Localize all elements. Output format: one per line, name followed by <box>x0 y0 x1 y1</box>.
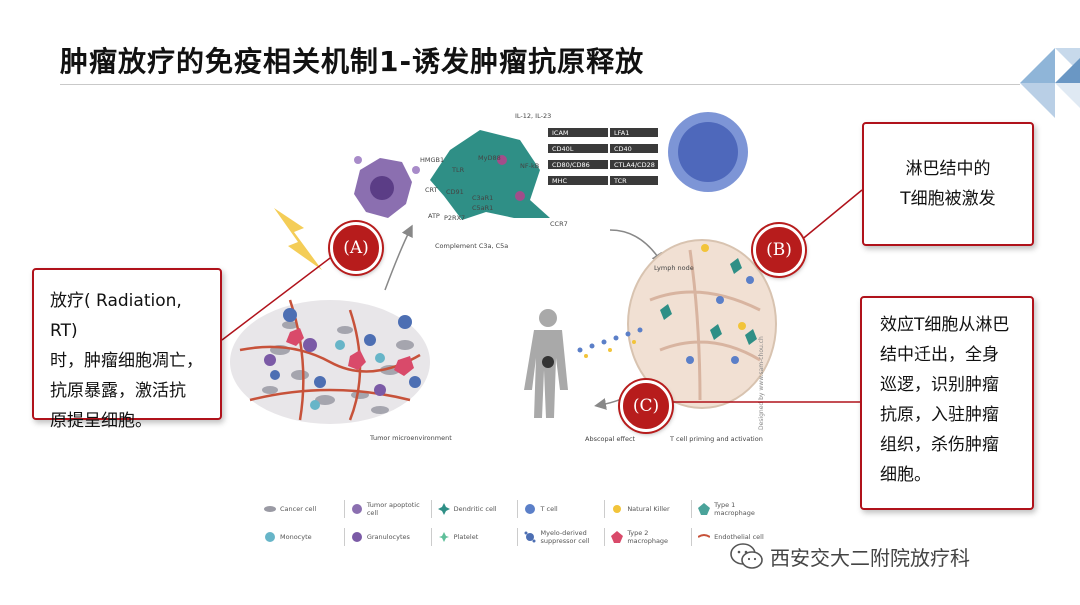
title-divider <box>60 84 1020 85</box>
mdsc-icon <box>524 531 536 543</box>
callout-lymph-line: 淋巴结中的 <box>905 159 991 179</box>
apoptotic-cell-icon <box>351 504 362 514</box>
image-credit: Designed by www.sam-chou.ch <box>758 336 765 430</box>
label-il: IL-12, IL-23 <box>515 112 551 120</box>
label-nfkb: NF-kB <box>520 162 539 170</box>
label-cd40l: CD40L <box>552 145 574 153</box>
callout-radiation: 放疗( Radiation, RT) 时，肿瘤细胞凋亡， 抗原暴露，激活抗 原提… <box>32 268 222 431</box>
dendritic-cell-icon <box>437 503 450 515</box>
callout-effector-tcell: 效应T细胞从淋巴 结中迁出，全身 巡逻，识别肿瘤 抗原，入驻肿瘤 组织，杀伤肿瘤… <box>860 296 1034 510</box>
apoptotic-cell-illustration <box>354 156 420 218</box>
legend-item: Granulocytes <box>343 528 431 546</box>
label-lymph-node: Lymph node <box>654 264 694 272</box>
callout-radiation-line: 放疗( Radiation, RT) <box>50 291 182 341</box>
label-c5ar1: C5aR1 <box>472 204 493 212</box>
t-cell-icon <box>525 504 536 514</box>
platelet-icon <box>438 532 449 542</box>
legend-item: Dendritic cell <box>430 500 518 518</box>
label-priming: T cell priming and activation <box>669 435 763 443</box>
label-hmgb1: HMGB1 <box>420 156 444 164</box>
label-tumor-microenvironment: Tumor microenvironment <box>369 434 452 442</box>
legend-item: Tumor apoptotic cell <box>343 500 431 518</box>
endothelial-cell-icon <box>698 534 711 538</box>
human-body-icon <box>524 309 568 418</box>
label-tlr: TLR <box>451 166 465 174</box>
legend-item: Endothelial cell <box>691 528 778 546</box>
immune-mechanism-diagram: Tumor microenvironment IL-12, IL-23 HMGB… <box>230 112 777 443</box>
dendritic-cell-illustration <box>430 130 550 220</box>
legend-item: T cell <box>517 500 604 518</box>
tumor-tissue-illustration: Tumor microenvironment <box>230 299 452 442</box>
type1-macrophage-icon <box>698 503 711 515</box>
legend-label: Endothelial cell <box>714 533 764 541</box>
label-c3ar1: C3aR1 <box>472 194 493 202</box>
label-cd40: CD40 <box>614 145 632 153</box>
legend-item: Natural Killer <box>604 500 691 518</box>
wechat-watermark: 西安交大二附院放疗科 <box>730 542 970 571</box>
label-tcr: TCR <box>613 177 627 185</box>
legend-label: Monocyte <box>280 533 312 541</box>
legend-item: Type 1 macrophage <box>691 500 778 518</box>
legend-item: Myelo-derived suppressor cell <box>517 528 604 546</box>
t-cell-illustration <box>668 112 748 192</box>
legend-label: Cancer cell <box>280 505 317 513</box>
callout-lymph-node: 淋巴结中的 T细胞被激发 <box>862 122 1034 246</box>
badge-c: (C) <box>620 380 672 432</box>
legend-label: Type 1 macrophage <box>714 501 755 517</box>
label-complement: Complement C3a, C5a <box>435 242 508 250</box>
cancer-cell-icon <box>264 506 276 512</box>
legend-item: Monocyte <box>258 528 344 546</box>
legend-item: Platelet <box>430 528 518 546</box>
legend-label: Platelet <box>453 533 479 541</box>
label-ctla4: CTLA4/CD28 <box>614 161 655 169</box>
label-atp: ATP <box>428 212 440 220</box>
radiation-bolt-icon <box>274 208 322 270</box>
legend-row-2: Monocyte Granulocytes Platelet Myelo-der… <box>258 526 778 548</box>
callout-effector-line: 抗原，入驻肿瘤 <box>880 405 999 425</box>
label-ccr7: CCR7 <box>550 220 568 228</box>
callout-radiation-line: 抗原暴露，激活抗 <box>50 381 186 401</box>
callout-effector-line: 巡逻，识别肿瘤 <box>880 375 999 395</box>
label-icam: ICAM <box>552 129 569 137</box>
cell-legend: Cancer cell Tumor apoptotic cell Dendrit… <box>258 496 778 552</box>
legend-label: Type 2 macrophage <box>627 529 669 545</box>
receptor-ligand-pairs: ICAM LFA1 CD40L CD40 CD80/CD86 CTLA4/CD2… <box>548 128 658 185</box>
callout-lymph-line: T细胞被激发 <box>900 189 996 209</box>
type2-macrophage-icon <box>611 531 624 543</box>
label-cd80: CD80/CD86 <box>552 161 590 169</box>
label-myd88: MyD88 <box>478 154 501 162</box>
label-mhc: MHC <box>552 177 567 185</box>
page-title: 肿瘤放疗的免疫相关机制1-诱发肿瘤抗原释放 <box>60 45 645 78</box>
legend-label: Tumor apoptotic cell <box>366 501 420 517</box>
natural-killer-icon <box>613 505 622 513</box>
wechat-icon <box>730 542 763 569</box>
legend-row-1: Cancer cell Tumor apoptotic cell Dendrit… <box>258 498 778 520</box>
legend-label: Granulocytes <box>366 533 410 541</box>
legend-label: Dendritic cell <box>453 505 497 513</box>
legend-item: Type 2 macrophage <box>604 528 691 546</box>
badge-b: (B) <box>753 224 805 276</box>
callout-radiation-line: 时，肿瘤细胞凋亡， <box>50 351 203 371</box>
callout-effector-line: 结中迁出，全身 <box>880 345 999 365</box>
legend-label: Myelo-derived suppressor cell <box>540 529 590 545</box>
label-abscopal: Abscopal effect <box>585 435 636 443</box>
label-crt: CRT <box>425 186 438 194</box>
lymph-node-illustration: Lymph node <box>627 239 777 409</box>
label-cd91: CD91 <box>446 188 464 196</box>
corner-decoration-icon <box>1020 48 1080 118</box>
label-lfa1: LFA1 <box>614 129 629 137</box>
callout-effector-line: 效应T细胞从淋巴 <box>880 315 1010 335</box>
callout-effector-line: 组织，杀伤肿瘤 <box>880 435 999 455</box>
legend-label: Natural Killer <box>627 505 670 513</box>
callout-effector-line: 细胞。 <box>880 465 931 485</box>
granulocyte-icon <box>351 532 362 542</box>
watermark-text: 西安交大二附院放疗科 <box>770 546 970 570</box>
callout-radiation-line: 原提呈细胞。 <box>50 411 152 431</box>
legend-label: T cell <box>540 505 558 513</box>
badge-a: (A) <box>330 222 382 274</box>
legend-item: Cancer cell <box>258 500 344 518</box>
monocyte-icon <box>265 532 275 542</box>
label-p2rx7: P2RX7 <box>444 214 465 222</box>
